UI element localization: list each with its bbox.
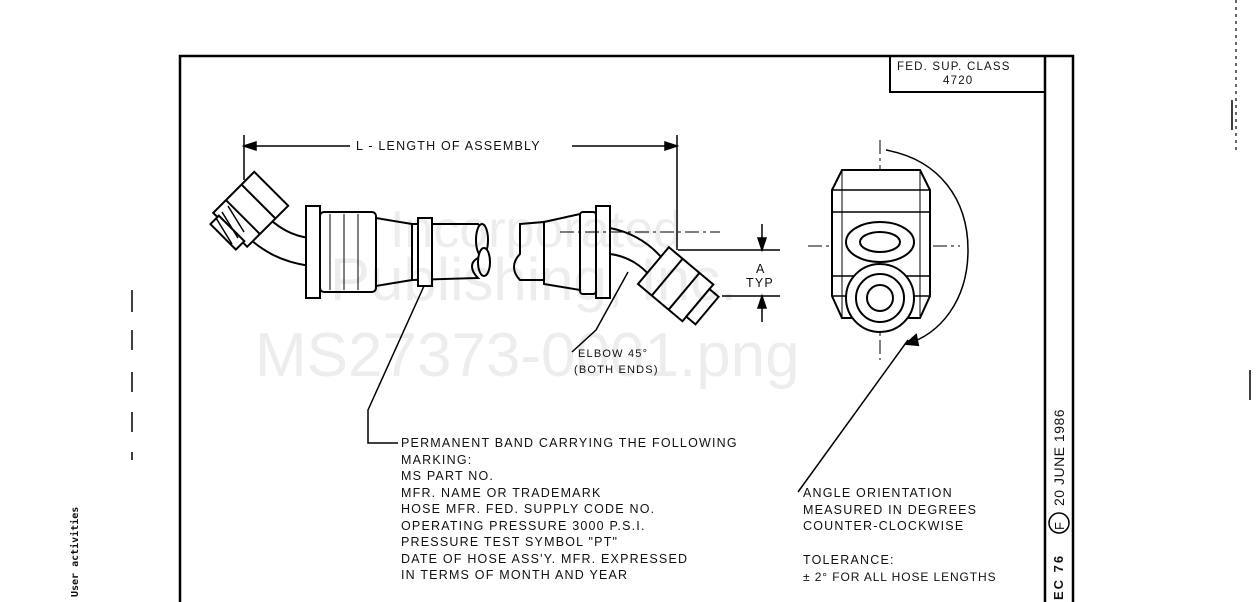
band-note-line-3: MS PART NO.: [401, 469, 495, 483]
end-view: [808, 140, 969, 360]
length-dimension: [241, 135, 680, 250]
length-of-assembly-label: L - LENGTH OF ASSEMBLY: [356, 139, 541, 153]
band-note-line-8: DATE OF HOSE ASS'Y. MFR. EXPRESSED: [401, 551, 689, 566]
angle-note-line-2: MEASURED IN DEGREES: [803, 502, 978, 517]
fed-sup-class-label: FED. SUP. CLASS: [897, 61, 1011, 73]
fed-class-box: [889, 55, 1046, 93]
left-margin-text: User activities: [70, 506, 81, 597]
section-code: EC 76: [1051, 553, 1066, 600]
a-label: A: [756, 262, 766, 276]
right-elbow-fitting: [609, 226, 721, 326]
band-note-line-6: OPERATING PRESSURE 3000 P.S.I.: [401, 518, 646, 533]
angle-note-line-1: ANGLE ORIENTATION: [803, 486, 953, 500]
elbow-label: ELBOW 45°: [578, 348, 649, 360]
a-typ-dimension: [678, 224, 780, 322]
band-note-line-9: IN TERMS OF MONTH AND YEAR: [401, 568, 629, 582]
angle-note: ANGLE ORIENTATION MEASURED IN DEGREES CO…: [803, 485, 977, 535]
marking-band: [417, 217, 433, 287]
left-elbow-fitting: [208, 170, 311, 268]
left-socket: [305, 205, 413, 299]
margin-specks: [131, 100, 1251, 460]
typ-label: TYP: [746, 276, 774, 290]
tolerance-value: ± 2° FOR ALL HOSE LENGTHS: [803, 570, 997, 584]
band-note-line-4: MFR. NAME OR TRADEMARK: [401, 485, 602, 500]
band-note-line-1: PERMANENT BAND CARRYING THE FOLLOWING: [401, 436, 738, 450]
issue-date: 20 JUNE 1986: [1051, 408, 1067, 506]
band-note-line-5: HOSE MFR. FED. SUPPLY CODE NO.: [401, 502, 656, 516]
angle-note-line-3: COUNTER-CLOCKWISE: [803, 519, 965, 533]
right-socket: [543, 205, 611, 299]
tolerance-title: TOLERANCE:: [803, 553, 895, 567]
fed-sup-class-value: 4720: [943, 75, 974, 87]
hose-right: [477, 220, 545, 281]
band-note: PERMANENT BAND CARRYING THE FOLLOWING MA…: [401, 435, 738, 584]
leader-lines: [367, 271, 909, 493]
revision-circle: [1048, 512, 1070, 534]
elbow-both-ends-label: (BOTH ENDS): [574, 364, 659, 376]
band-note-line-7: PRESSURE TEST SYMBOL "PT": [401, 535, 619, 549]
revision-letter: F: [1052, 522, 1067, 530]
sheet-border: [178, 54, 1075, 602]
band-note-line-2: MARKING:: [401, 452, 473, 467]
hose-left: [411, 217, 489, 287]
